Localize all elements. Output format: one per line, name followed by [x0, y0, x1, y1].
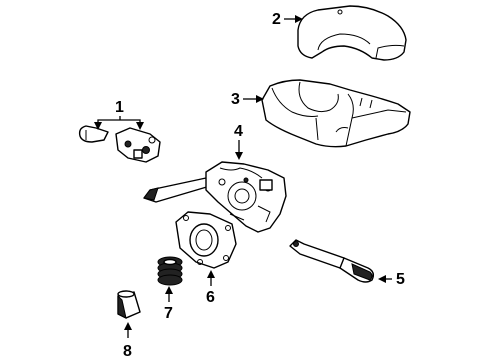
svg-text:6: 6 — [206, 289, 215, 306]
callout-1: 1 — [94, 99, 144, 130]
part-7-spring — [157, 256, 183, 286]
svg-text:7: 7 — [164, 305, 173, 322]
svg-text:2: 2 — [272, 11, 281, 28]
callout-3: 3 — [231, 91, 264, 108]
callout-4: 4 — [234, 123, 243, 160]
part-5-signal-lever — [289, 239, 375, 283]
part-3-lower-shroud — [261, 79, 411, 148]
svg-text:8: 8 — [123, 343, 132, 360]
svg-text:3: 3 — [231, 91, 240, 108]
part-6-clockspring-plate — [175, 211, 237, 269]
callout-6: 6 — [206, 270, 215, 306]
callout-5: 5 — [378, 271, 405, 288]
svg-text:1: 1 — [115, 99, 124, 116]
part-4-combination-switch — [143, 161, 287, 233]
callout-7: 7 — [164, 286, 173, 322]
part-1-lock-cylinder-and-key — [78, 125, 161, 163]
svg-text:5: 5 — [396, 271, 405, 288]
part-8-bushing — [117, 290, 141, 319]
callout-2: 2 — [272, 11, 303, 28]
part-2-upper-shroud — [297, 5, 407, 61]
svg-text:4: 4 — [234, 123, 243, 140]
callout-8: 8 — [123, 322, 132, 360]
